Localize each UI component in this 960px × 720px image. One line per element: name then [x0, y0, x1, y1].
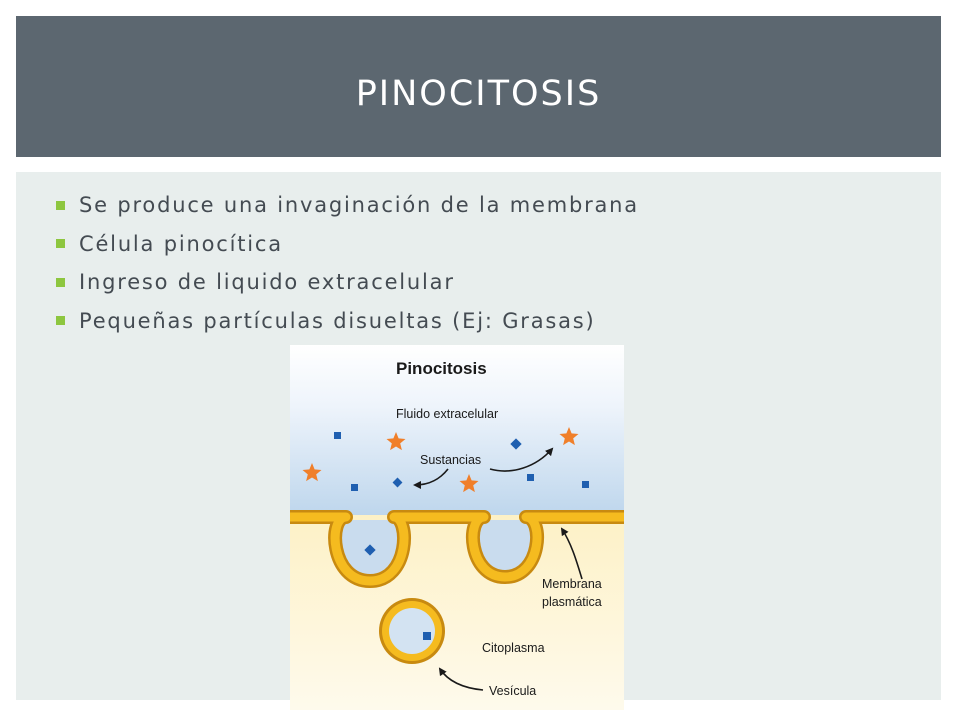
title-band: PINOCITOSIS — [16, 16, 941, 157]
particle-star — [559, 427, 579, 446]
pinocytosis-figure: Pinocitosis Fluido extracelular Sustanci… — [290, 345, 624, 710]
particle-star — [386, 432, 406, 451]
figure-title: Pinocitosis — [396, 359, 487, 378]
particle-square — [334, 432, 341, 439]
invagination-fluid-right — [475, 520, 533, 573]
fluid-label: Fluido extracelular — [396, 407, 498, 421]
particle-square — [527, 474, 534, 481]
vesicle-particle — [423, 632, 431, 640]
particle-star — [302, 463, 322, 482]
bullet-text: Célula pinocítica — [79, 231, 283, 256]
arrow-right-icon — [489, 447, 554, 472]
vesicle-label: Vesícula — [489, 684, 536, 698]
membrane-arrow-icon — [560, 527, 583, 580]
particle-star — [459, 474, 479, 493]
bullet-item: Se produce una invaginación de la membra… — [56, 186, 639, 225]
vesicle-content — [389, 608, 435, 654]
substances-label: Sustancias — [420, 453, 481, 467]
bullet-square-icon — [56, 277, 65, 287]
bullet-text: Se produce una invaginación de la membra… — [79, 193, 639, 218]
bullet-square-icon — [56, 316, 65, 326]
bullet-text: Ingreso de liquido extracelular — [79, 270, 455, 295]
plasma-membrane — [290, 512, 624, 586]
membrane-label-line2: plasmática — [542, 595, 602, 609]
bullet-text: Pequeñas partículas disueltas (Ej: Grasa… — [79, 308, 596, 333]
cytoplasm-label: Citoplasma — [482, 641, 545, 655]
bullet-item: Pequeñas partículas disueltas (Ej: Grasa… — [56, 302, 639, 341]
bullet-square-icon — [56, 239, 65, 249]
bullet-square-icon — [56, 200, 65, 210]
arrow-left-icon — [413, 468, 449, 489]
bullet-item: Ingreso de liquido extracelular — [56, 263, 639, 302]
vesicle-arrow-icon — [438, 667, 484, 691]
particle-square — [582, 481, 589, 488]
bullet-list: Se produce una invaginación de la membra… — [56, 186, 639, 340]
bullet-item: Célula pinocítica — [56, 225, 639, 264]
slide-title: PINOCITOSIS — [355, 73, 602, 114]
particle-square — [351, 484, 358, 491]
pinocytosis-diagram: Pinocitosis Fluido extracelular Sustanci… — [290, 345, 624, 710]
membrane-label-line1: Membrana — [542, 577, 602, 591]
